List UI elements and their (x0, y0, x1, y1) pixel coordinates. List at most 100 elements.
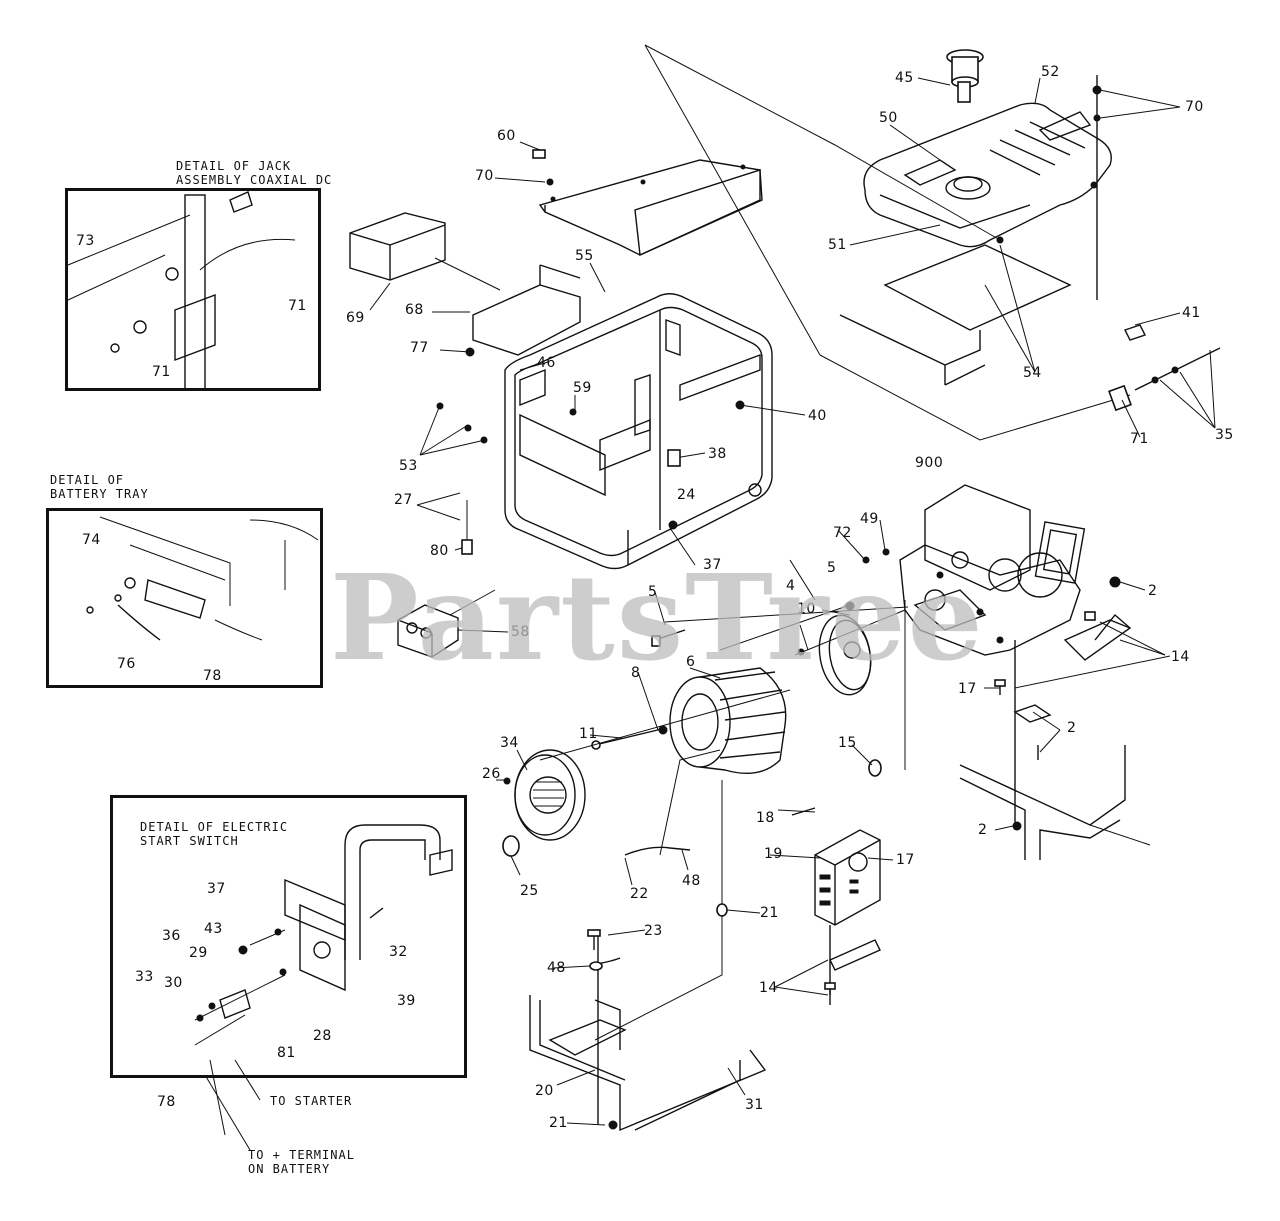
note-to-starter: TO STARTER (270, 1094, 353, 1108)
engine-adapter (818, 614, 872, 696)
callout-37: 37 (703, 557, 722, 573)
fuel-tank (863, 102, 1112, 248)
callout-54: 54 (1023, 365, 1042, 381)
callout-11: 11 (579, 726, 598, 742)
battery-detail-drawing (86, 516, 319, 641)
leader-lines (369, 77, 1216, 1126)
callout-18: 18 (756, 810, 775, 826)
callout-20: 20 (535, 1083, 554, 1099)
callout-51: 51 (828, 237, 847, 253)
rear-bearing-carrier (514, 749, 586, 841)
callout-19: 19 (764, 846, 783, 862)
callout-48-left: 48 (547, 960, 566, 976)
callout-70-right: 70 (1185, 99, 1204, 115)
callout-6: 6 (686, 654, 696, 670)
jack-label-71a: 71 (288, 298, 307, 314)
receptacle-panel (397, 589, 496, 658)
panel-cover (538, 159, 763, 257)
callout-22: 22 (630, 886, 649, 902)
callout-68: 68 (405, 302, 424, 318)
callout-5-left: 5 (648, 584, 658, 600)
callout-17-muffler: 17 (896, 852, 915, 868)
jack-label-71b: 71 (152, 364, 171, 380)
start-label-43: 43 (204, 921, 223, 937)
battery-label-78: 78 (203, 668, 222, 684)
fasteners (369, 149, 1121, 1005)
callout-23: 23 (644, 923, 663, 939)
start-label-39: 39 (397, 993, 416, 1009)
callout-46: 46 (537, 355, 556, 371)
start-detail-drawing (194, 824, 453, 1151)
callout-31: 31 (745, 1097, 764, 1113)
callout-4: 4 (786, 578, 796, 594)
callout-45: 45 (895, 70, 914, 86)
jack-detail-drawing (67, 191, 296, 391)
battery-detail-title: DETAIL OF BATTERY TRAY (50, 473, 149, 501)
callout-41: 41 (1182, 305, 1201, 321)
callout-52: 52 (1041, 64, 1060, 80)
battery-label-76: 76 (117, 656, 136, 672)
callout-48-right: 48 (682, 873, 701, 889)
callout-80: 80 (430, 543, 449, 559)
start-label-30: 30 (164, 975, 183, 991)
start-label-36: 36 (162, 928, 181, 944)
callout-72: 72 (833, 525, 852, 541)
main-frame (504, 293, 773, 570)
callout-53: 53 (399, 458, 418, 474)
jack-label-73: 73 (76, 233, 95, 249)
callout-55: 55 (575, 248, 594, 264)
callout-49: 49 (860, 511, 879, 527)
start-label-32: 32 (389, 944, 408, 960)
watermark: PartsTree (330, 548, 985, 687)
callout-70-top: 70 (475, 168, 494, 184)
battery-detail-box (46, 508, 323, 688)
battery-label-74: 74 (82, 532, 101, 548)
callout-40: 40 (808, 408, 827, 424)
callout-14-lower: 14 (759, 980, 778, 996)
callout-900: 900 (915, 455, 944, 471)
callout-10: 10 (797, 601, 816, 617)
callout-35: 35 (1215, 427, 1234, 443)
callout-77: 77 (410, 340, 429, 356)
start-label-81: 81 (277, 1045, 296, 1061)
start-label-33: 33 (135, 969, 154, 985)
start-label-37: 37 (207, 881, 226, 897)
start-detail-title: DETAIL OF ELECTRIC START SWITCH (140, 820, 289, 848)
battery-bracket (472, 264, 581, 356)
callout-24: 24 (677, 487, 696, 503)
callout-2-frame: 2 (978, 822, 988, 838)
callout-26: 26 (482, 766, 501, 782)
callout-71: 71 (1130, 431, 1149, 447)
fuel-valve (1108, 324, 1221, 412)
callout-60: 60 (497, 128, 516, 144)
callout-21-bottom: 21 (549, 1115, 568, 1131)
callout-34: 34 (500, 735, 519, 751)
start-label-29: 29 (189, 945, 208, 961)
callout-14-right: 14 (1171, 649, 1190, 665)
battery-box (349, 212, 501, 291)
fuel-cap (946, 49, 984, 103)
callout-27: 27 (394, 492, 413, 508)
engine-bracket (1063, 613, 1132, 661)
start-label-28: 28 (313, 1028, 332, 1044)
callout-21-mid: 21 (760, 905, 779, 921)
engine (899, 484, 1086, 656)
tank-sheet (839, 244, 1072, 386)
callout-5-top: 5 (827, 560, 837, 576)
callout-17-engine: 17 (958, 681, 977, 697)
right-frame (959, 745, 1151, 860)
callout-58: 58 (511, 624, 530, 640)
stator (669, 667, 787, 774)
jack-detail-box (65, 188, 321, 391)
callout-2-engine: 2 (1148, 583, 1158, 599)
callout-2-bracket: 2 (1067, 720, 1077, 736)
callout-8: 8 (631, 665, 641, 681)
callout-15: 15 (838, 735, 857, 751)
muffler (814, 829, 881, 926)
start-switch-detail-box (110, 795, 467, 1078)
start-label-78: 78 (157, 1094, 176, 1110)
note-to-battery: TO + TERMINAL ON BATTERY (248, 1148, 355, 1176)
callout-25: 25 (520, 883, 539, 899)
